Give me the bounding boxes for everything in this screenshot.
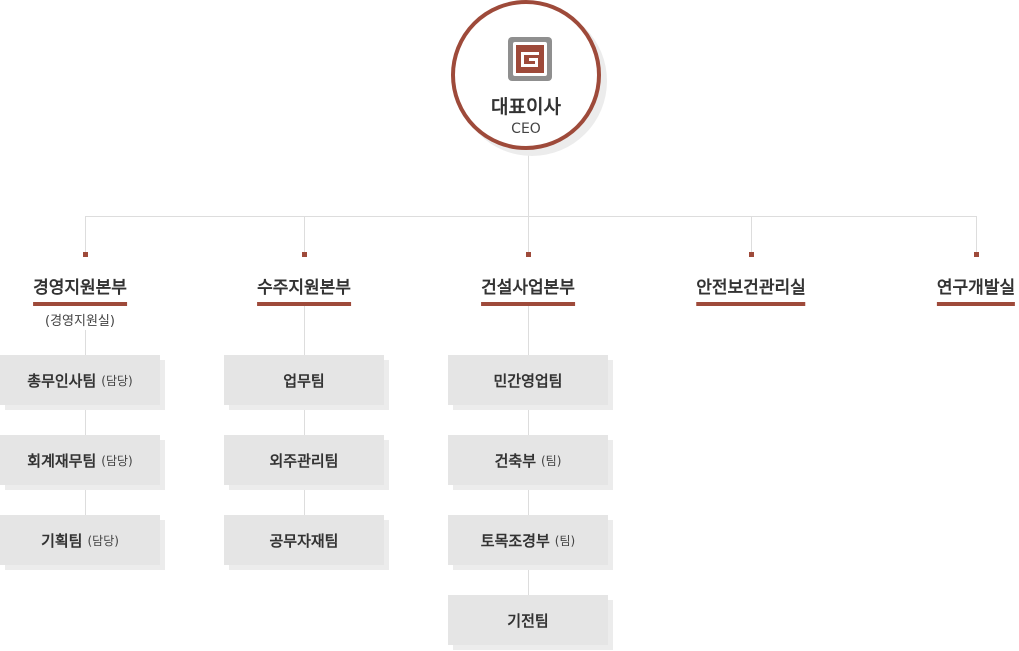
dept-orders: 수주지원본부	[257, 273, 351, 306]
team-note: (팀)	[541, 453, 562, 468]
team-note: (담당)	[87, 533, 119, 548]
dept-connector-4	[751, 216, 752, 255]
dept-dot-1	[83, 252, 88, 257]
dept-name: 경영지원본부	[33, 273, 127, 306]
dept-dot-2	[302, 252, 307, 257]
team-name: 공무자재팀	[269, 531, 339, 550]
dept-management: 경영지원본부	[33, 273, 127, 306]
team-note: (담당)	[101, 373, 133, 388]
dept-safety: 안전보건관리실	[696, 273, 806, 306]
dept-name: 안전보건관리실	[696, 273, 806, 306]
team-box-management-2: 회계재무팀 (담당)	[0, 435, 160, 485]
team-name: 건축부	[494, 451, 536, 470]
team-box-construction-1: 민간영업팀	[448, 355, 608, 405]
team-name: 토목조경부	[480, 531, 550, 550]
team-name: 총무인사팀	[27, 371, 97, 390]
dept-management-note: (경영지원실)	[45, 314, 115, 329]
team-name: 회계재무팀	[27, 451, 97, 470]
dept-dot-4	[749, 252, 754, 257]
team-box-management-1: 총무인사팀 (담당)	[0, 355, 160, 405]
team-box-construction-3: 토목조경부 (팀)	[448, 515, 608, 565]
team-name: 민간영업팀	[493, 371, 563, 390]
dept-dot-5	[974, 252, 979, 257]
team-name: 외주관리팀	[269, 451, 339, 470]
team-box-orders-1: 업무팀	[224, 355, 384, 405]
dept-connector-1	[85, 216, 86, 255]
dept-connector-5	[976, 216, 977, 255]
team-name: 기획팀	[41, 531, 83, 550]
dept-name: 연구개발실	[936, 273, 1016, 306]
dept-connector-2	[304, 216, 305, 255]
dept-rnd: 연구개발실	[936, 273, 1016, 306]
ceo-title: 대표이사	[491, 96, 561, 118]
team-note: (담당)	[101, 453, 133, 468]
g-logo-icon	[508, 37, 552, 81]
team-box-orders-2: 외주관리팀	[224, 435, 384, 485]
ceo-subtitle: CEO	[511, 121, 541, 137]
team-note: (팀)	[554, 533, 576, 548]
dept-construction: 건설사업본부	[481, 273, 575, 306]
horizontal-connector	[85, 216, 977, 217]
ceo-connector	[528, 150, 529, 217]
team-box-orders-3: 공무자재팀	[224, 515, 384, 565]
team-box-construction-2: 건축부 (팀)	[448, 435, 608, 485]
dept-dot-3	[526, 252, 531, 257]
team-box-management-3: 기획팀 (담당)	[0, 515, 160, 565]
team-connector-orders	[304, 306, 305, 540]
dept-name: 건설사업본부	[481, 273, 575, 306]
team-name: 기전팀	[507, 611, 549, 630]
dept-name: 수주지원본부	[257, 273, 351, 306]
ceo-node: 대표이사 CEO	[451, 0, 601, 150]
dept-connector-3	[528, 216, 529, 255]
team-name: 업무팀	[283, 371, 325, 390]
team-box-construction-4: 기전팀	[448, 595, 608, 645]
